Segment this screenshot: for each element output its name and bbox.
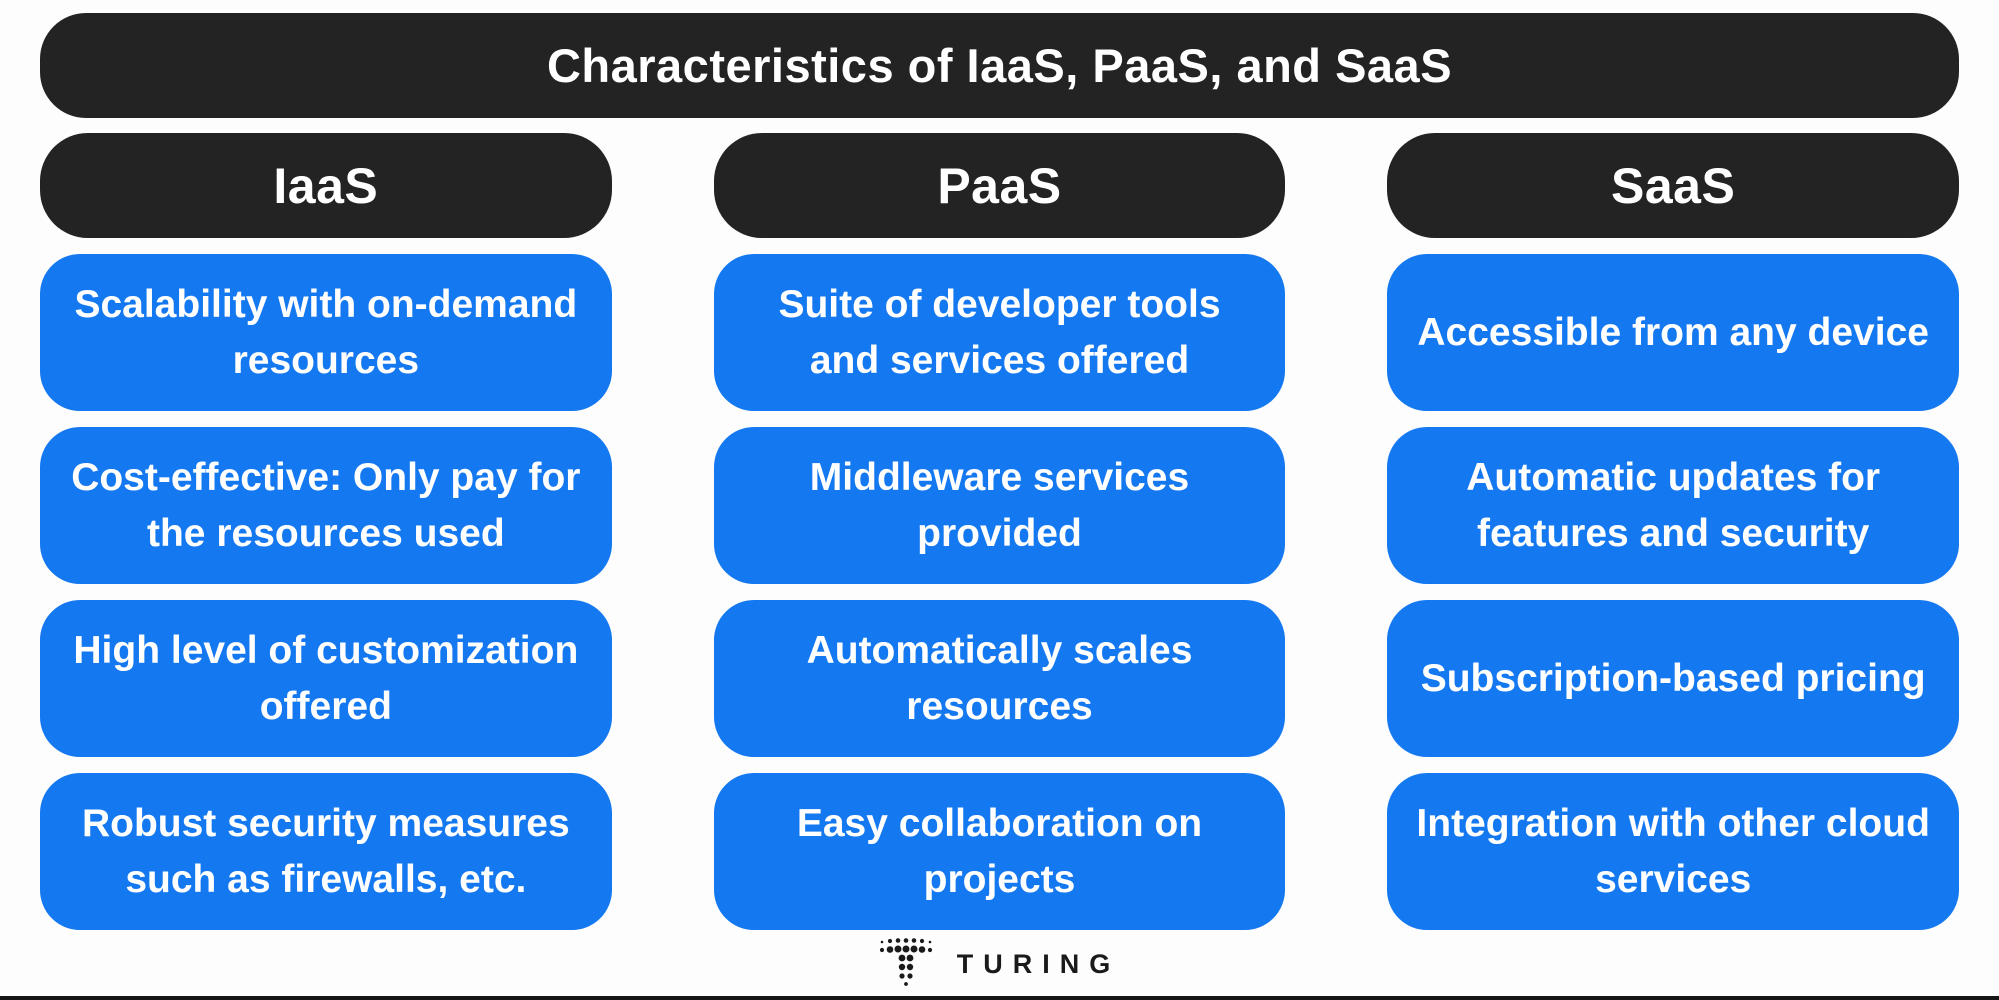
column-header-iaas: IaaS — [40, 133, 612, 238]
page-title: Characteristics of IaaS, PaaS, and SaaS — [40, 13, 1959, 118]
page-title-text: Characteristics of IaaS, PaaS, and SaaS — [546, 39, 1453, 92]
card-saas-3: Subscription-based pricing — [1387, 600, 1959, 757]
card-paas-2: Middleware services provided — [713, 427, 1286, 584]
card-paas-3: Automatically scales resources — [713, 600, 1286, 757]
turing-dotted-t-icon — [879, 938, 932, 986]
card-iaas-4: Robust security measures such as firewal… — [40, 773, 612, 930]
card-saas-4: Integration with other cloud services — [1387, 773, 1959, 930]
card-iaas-1: Scalability with on-demand resources — [40, 254, 612, 411]
column-header-saas: SaaS — [1387, 133, 1959, 238]
card-iaas-3: High level of customization offered — [40, 600, 612, 757]
card-iaas-2: Cost-effective: Only pay for the resourc… — [40, 427, 612, 584]
card-paas-1: Suite of developer tools and services of… — [713, 254, 1286, 411]
bottom-edge-line — [0, 996, 1999, 1000]
card-paas-4: Easy collaboration on projects — [713, 773, 1286, 930]
card-saas-2: Automatic updates for features and secur… — [1387, 427, 1959, 584]
column-iaas: IaaS Scalability with on-demand resource… — [40, 133, 612, 930]
card-saas-1: Accessible from any device — [1387, 254, 1959, 411]
column-header-paas: PaaS — [713, 133, 1286, 238]
column-paas: PaaS Suite of developer tools and servic… — [713, 133, 1286, 930]
column-saas: SaaS Accessible from any device Automati… — [1387, 133, 1959, 930]
columns-grid: IaaS Scalability with on-demand resource… — [40, 133, 1959, 930]
footer-logo: TURING — [0, 933, 1999, 993]
turing-logo-text: TURING — [956, 948, 1121, 979]
